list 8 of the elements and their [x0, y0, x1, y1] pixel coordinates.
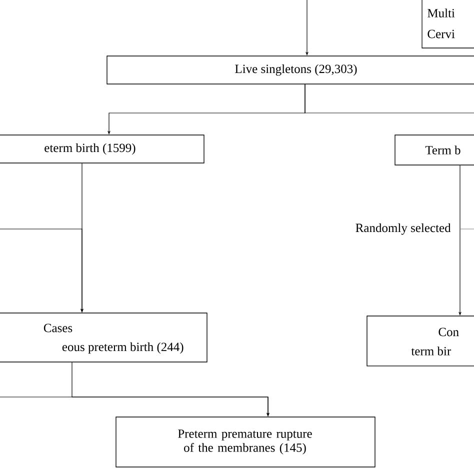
flow-box: Con term bir — [366, 316, 474, 366]
flow-box: Cases eous preterm birth (244) — [0, 312, 208, 362]
flow-box: eterm birth (1599) — [0, 134, 204, 164]
flow-box: Live singletons (29,303) — [106, 56, 474, 84]
flow-box: Multi Cervi — [422, 0, 474, 48]
flow-box: Term b — [394, 134, 474, 166]
edge-label: Randomly selected — [356, 223, 451, 235]
flow-box: Preterm premature rupture of the membranes (145) — [116, 416, 376, 468]
